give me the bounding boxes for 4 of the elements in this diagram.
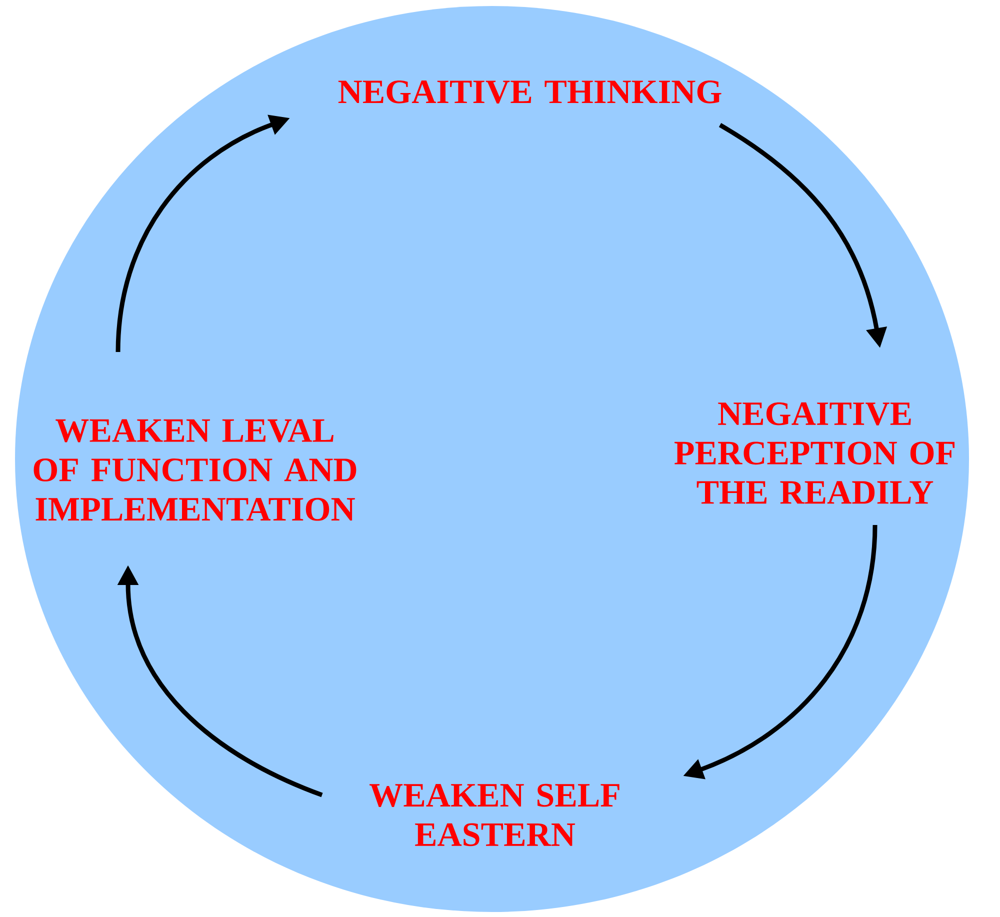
cycle-label: WEAKEN SELF EASTERN (370, 784, 620, 846)
cycle-label: NEGAITIVE PERCEPTION OF THE READILY (674, 402, 954, 504)
cycle-label: WEAKEN LEVAL OF FUNCTION AND IMPLEMENTATION (34, 419, 356, 521)
cycle-label: NEGAITIVE THINKING (338, 80, 722, 104)
